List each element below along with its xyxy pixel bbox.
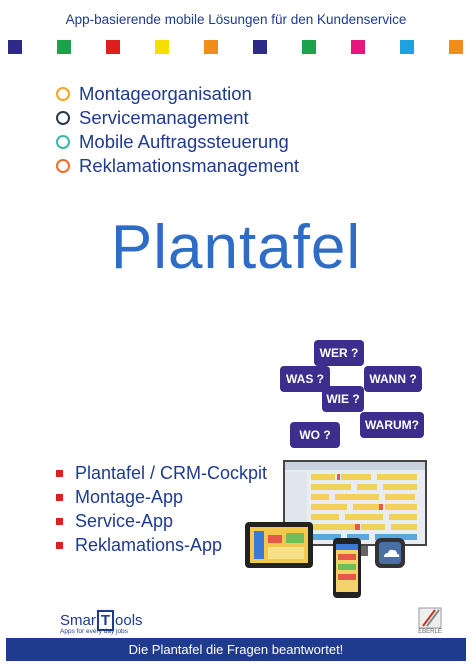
app-list-label: Plantafel / CRM-Cockpit <box>75 462 268 483</box>
color-square <box>155 40 169 54</box>
feature-list: Montageorganisation Servicemanagement Mo… <box>56 82 299 178</box>
tablet-screen <box>250 527 308 563</box>
color-square <box>449 40 463 54</box>
app-list-label: Montage-App <box>75 486 184 507</box>
eberle-label: EBERLE <box>418 629 442 635</box>
feature-label: Reklamationsmanagement <box>79 155 300 176</box>
question-bubbles: WER ? WAS ? WANN ? WIE ? WO ? WARUM? <box>280 330 430 460</box>
ring-icon <box>56 159 70 173</box>
color-square <box>8 40 22 54</box>
logo-text-pre: Smar <box>60 612 96 629</box>
device-illustration <box>245 460 427 600</box>
app-list-label: Reklamations-App <box>75 534 223 555</box>
logo-text-post: ools <box>115 612 143 629</box>
feature-label: Montageorganisation <box>79 83 252 104</box>
color-square <box>106 40 120 54</box>
feature-item: Reklamationsmanagement <box>56 154 299 178</box>
speech-bubble: WAS ? <box>280 366 330 392</box>
phone-screen <box>336 544 358 592</box>
color-square <box>253 40 267 54</box>
ring-icon <box>56 87 70 101</box>
header-title: App-basierende mobile Lösungen für den K… <box>65 12 407 27</box>
app-list-item: Plantafel / CRM-Cockpit <box>56 461 267 485</box>
tablet-app-graphic <box>254 531 304 559</box>
color-square <box>302 40 316 54</box>
feature-label: Servicemanagement <box>79 107 249 128</box>
bullet-square-icon <box>56 541 63 549</box>
app-list: Plantafel / CRM-Cockpit Montage-App Serv… <box>56 461 267 557</box>
planning-board-screenshot <box>285 462 425 544</box>
tablet-image <box>245 522 313 568</box>
speech-bubble: WER ? <box>314 340 364 366</box>
phone-app-graphic <box>336 544 358 580</box>
eberle-logo-mark <box>418 607 442 629</box>
color-squares <box>8 40 468 54</box>
app-list-label: Service-App <box>75 510 174 531</box>
phone-image <box>333 538 361 598</box>
feature-label: Mobile Auftragssteuerung <box>79 131 289 152</box>
eberle-logo <box>413 607 447 637</box>
ring-icon <box>56 135 70 149</box>
footer-banner: Die Plantafel die Fragen beantwortet! <box>6 638 466 661</box>
watch-image <box>375 538 405 568</box>
page-title: Plantafel <box>110 213 362 282</box>
app-list-item: Service-App <box>56 509 267 533</box>
app-list-item: Montage-App <box>56 485 267 509</box>
color-square <box>204 40 218 54</box>
speech-bubble: WIE ? <box>322 386 364 412</box>
speech-bubble: WO ? <box>290 422 340 448</box>
app-list-item: Reklamations-App <box>56 533 267 557</box>
feature-item: Montageorganisation <box>56 82 299 106</box>
color-square <box>57 40 71 54</box>
logo-text-mid: T <box>96 610 115 631</box>
bullet-square-icon <box>56 517 63 525</box>
speech-bubble: WANN ? <box>364 366 422 392</box>
color-square <box>351 40 365 54</box>
ring-icon <box>56 111 70 125</box>
feature-item: Mobile Auftragssteuerung <box>56 130 299 154</box>
bullet-square-icon <box>56 469 63 477</box>
speech-bubble: WARUM? <box>360 412 424 438</box>
feature-item: Servicemanagement <box>56 106 299 130</box>
bullet-square-icon <box>56 493 63 501</box>
logo-tagline: Apps for every day jobs <box>60 628 128 635</box>
color-square <box>400 40 414 54</box>
cloud-icon <box>379 542 401 564</box>
